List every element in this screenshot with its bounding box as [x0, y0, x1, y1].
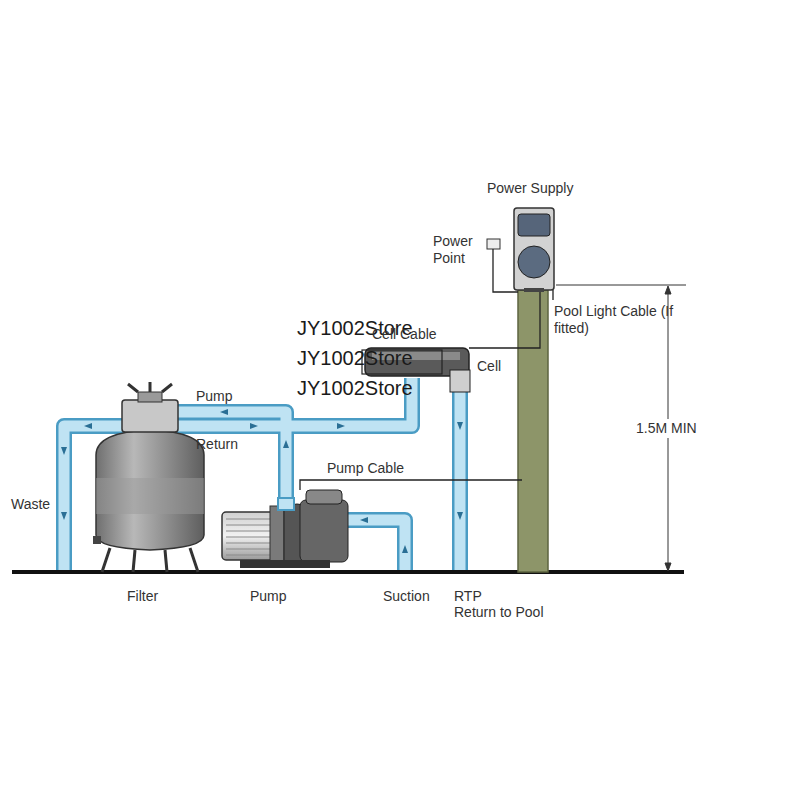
component-label: Return to Pool	[454, 604, 544, 621]
component-label: Filter	[127, 588, 158, 605]
pipe	[64, 376, 460, 570]
sand-filter	[93, 382, 204, 572]
cable-label: Pool Light Cable (If fitted)	[554, 303, 676, 337]
flow-label: Waste	[11, 496, 50, 513]
power-outlet	[487, 239, 500, 249]
flow-label: Return	[196, 436, 238, 453]
component-label: Suction	[383, 588, 430, 605]
dimension-label: 1.5M MIN	[634, 419, 699, 438]
cable-label: Pump Cable	[327, 460, 404, 477]
cell-union	[450, 370, 470, 392]
component-label: RTP	[454, 588, 482, 605]
watermark: JY1002Store	[297, 346, 413, 370]
pipe-outline	[64, 376, 460, 570]
pool-pump	[222, 490, 348, 568]
mounting-post	[518, 290, 548, 572]
cable-label: Cell Cable	[372, 326, 437, 343]
component-label: Power Point	[433, 233, 479, 267]
flow-label: Pump	[196, 388, 233, 405]
component-label: Power Supply	[487, 180, 573, 197]
component-label: Pump	[250, 588, 287, 605]
power-supply-unit	[514, 208, 554, 292]
ground-line	[12, 570, 684, 574]
cable	[300, 249, 553, 490]
watermark: JY1002Store	[297, 376, 413, 400]
component-label: Cell	[477, 358, 501, 375]
